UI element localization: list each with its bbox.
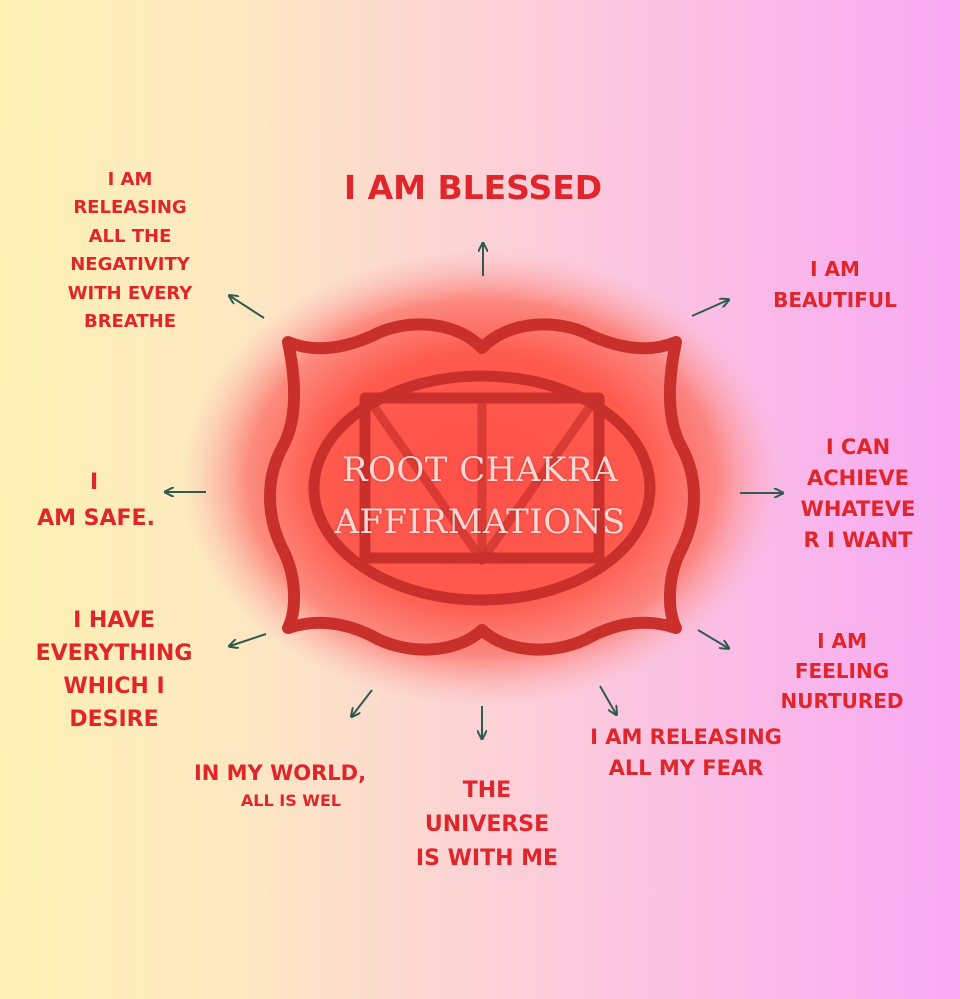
affirmation-beautiful-line-2: BEAUTIFUL <box>773 288 897 312</box>
affirmation-everything-line-2: EVERYTHING <box>35 641 193 666</box>
affirmation-achieve-line-4: R I WANT <box>803 528 913 552</box>
affirmation-releasing-fear-line-2: ALL MY FEAR <box>608 756 764 780</box>
center-title-line-2: AFFIRMATIONS <box>334 502 626 542</box>
affirmation-nurtured: I AM FEELING NURTURED <box>760 626 924 716</box>
affirmation-world-line-2: ALL IS WEL <box>240 791 342 810</box>
affirmation-everything-line-3: WHICH I <box>63 674 165 699</box>
affirmation-universe-line-3: IS WITH ME <box>415 846 559 871</box>
affirmation-releasing-negativity-line-1: I AM <box>107 169 153 190</box>
affirmation-safe-line-1: I <box>90 470 99 495</box>
affirmation-releasing-negativity-line-6: BREATHE <box>83 311 177 333</box>
affirmation-blessed-line-1: I AM BLESSED <box>343 168 603 207</box>
affirmation-achieve: I CAN ACHIEVE WHATEVE R I WANT <box>776 432 940 556</box>
affirmation-releasing-fear-line-1: I AM RELEASING <box>590 725 782 749</box>
affirmation-releasing-negativity: I AM RELEASING ALL THE NEGATIVITY WITH E… <box>30 166 230 336</box>
affirmation-achieve-line-2: ACHIEVE <box>807 466 909 490</box>
affirmation-beautiful-line-1: I AM <box>810 257 860 281</box>
center-title: ROOT CHAKRA AFFIRMATIONS <box>280 444 680 548</box>
affirmation-releasing-fear: I AM RELEASING ALL MY FEAR <box>566 722 806 784</box>
affirmation-world-line-1: IN MY WORLD, <box>193 761 367 785</box>
affirmation-releasing-negativity-line-4: NEGATIVITY <box>70 254 190 276</box>
affirmation-safe: I AM SAFE. <box>6 465 186 537</box>
arrow-upper-left <box>230 296 265 319</box>
affirmation-world: IN MY WORLD, ALL IS WEL <box>160 758 400 813</box>
affirmation-releasing-negativity-line-2: RELEASING <box>73 197 187 219</box>
affirmation-safe-line-2: AM SAFE. <box>37 506 155 531</box>
affirmation-achieve-line-1: I CAN <box>825 435 891 459</box>
affirmation-everything-line-1: I HAVE <box>73 608 155 633</box>
root-chakra-symbol <box>264 318 700 656</box>
affirmation-blessed: I AM BLESSED <box>300 166 646 210</box>
affirmation-nurtured-line-1: I AM <box>817 629 867 653</box>
affirmation-universe: THE UNIVERSE IS WITH ME <box>384 774 590 876</box>
affirmation-releasing-negativity-line-3: ALL THE <box>88 225 172 247</box>
affirmation-universe-line-2: UNIVERSE <box>424 812 550 837</box>
affirmation-nurtured-line-3: NURTURED <box>780 689 904 713</box>
affirmation-universe-line-1: THE <box>462 778 512 803</box>
arrow-lower-right-2 <box>599 685 616 714</box>
affirmation-beautiful: I AM BEAUTIFUL <box>740 254 930 316</box>
affirmation-everything-line-4: DESIRE <box>69 707 159 732</box>
arrows <box>166 244 782 738</box>
center-title-line-1: ROOT CHAKRA <box>341 450 619 490</box>
affirmation-nurtured-line-2: FEELING <box>794 659 890 683</box>
arrow-lower-left <box>230 633 267 646</box>
affirmation-releasing-negativity-line-5: WITH EVERY <box>67 282 193 304</box>
arrow-lower-right <box>697 629 728 648</box>
affirmation-achieve-line-3: WHATEVE <box>800 497 916 521</box>
arrow-lower-left-2 <box>352 689 373 716</box>
affirmation-everything: I HAVE EVERYTHING WHICH I DESIRE <box>14 604 214 736</box>
arrow-upper-right <box>691 300 728 317</box>
